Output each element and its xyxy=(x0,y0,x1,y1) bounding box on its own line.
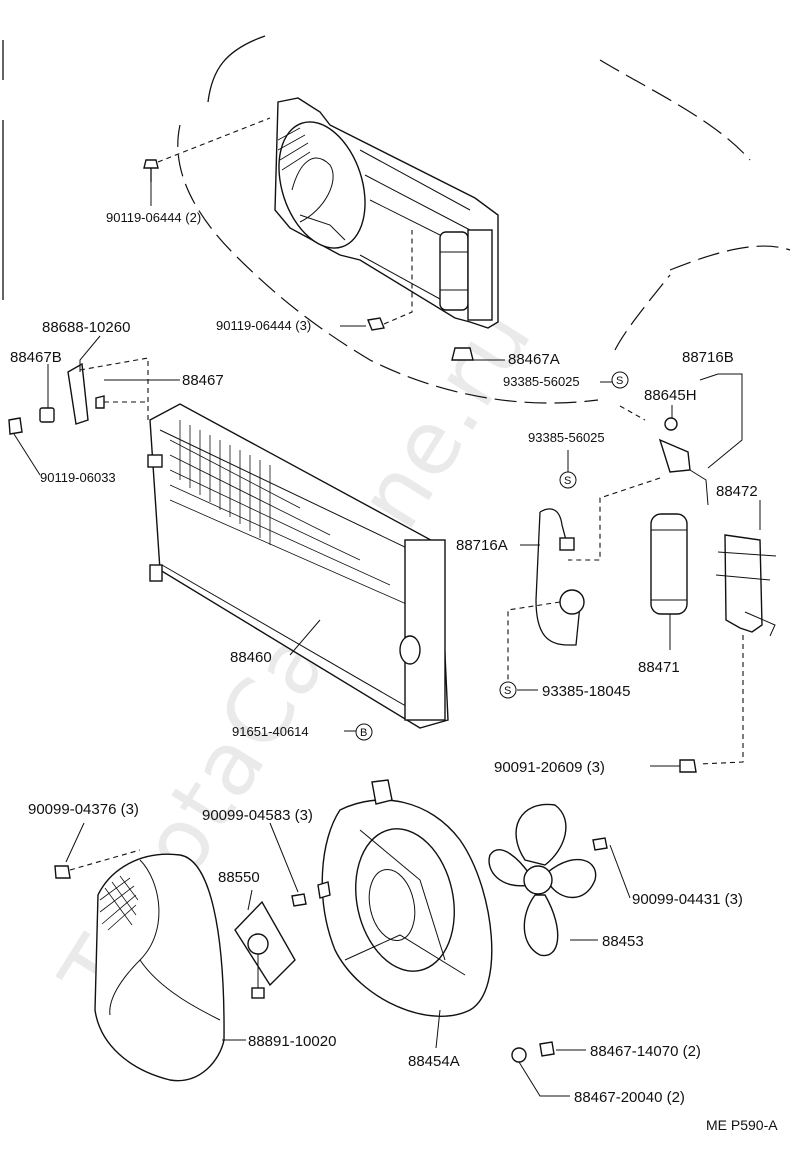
label-90119-06444-2: 90119-06444 (2) xyxy=(106,210,201,225)
receiver-bracket xyxy=(699,534,777,765)
vehicle-body-outline xyxy=(177,35,791,404)
label-90099-04431-3: 90099-04431 (3) xyxy=(632,891,743,908)
condenser-fins xyxy=(169,420,421,611)
label-90119-06444-3: 90119-06444 (3) xyxy=(216,318,311,333)
part-labels: 90119-06444 (2) 90119-06444 (3) 88467A 8… xyxy=(10,210,778,1133)
label-88891-10020: 88891-10020 xyxy=(248,1033,336,1050)
upper-fan-assembly xyxy=(274,97,499,329)
upper-grille-hatch xyxy=(277,127,311,171)
label-88454A: 88454A xyxy=(408,1053,460,1070)
label-88688-10260: 88688-10260 xyxy=(42,319,130,336)
label-88467-14070-2: 88467-14070 (2) xyxy=(590,1043,701,1060)
fan-motor xyxy=(234,893,307,999)
bottom-clips xyxy=(511,1041,555,1063)
label-88472: 88472 xyxy=(716,483,758,500)
label-90099-04376-3: 90099-04376 (3) xyxy=(28,801,139,818)
label-93385-18045: 93385-18045 xyxy=(542,683,630,700)
label-88550: 88550 xyxy=(218,869,260,886)
label-93385-56025-b: 93385-56025 xyxy=(528,430,605,445)
drawing-code: ME P590-A xyxy=(706,1117,778,1133)
fan-shroud-left xyxy=(54,849,225,1082)
label-88467A: 88467A xyxy=(508,351,560,368)
label-88716B: 88716B xyxy=(682,349,734,366)
fan-shroud-right xyxy=(317,779,493,1017)
label-90099-04583-3: 90099-04583 (3) xyxy=(202,807,313,824)
fan-blade xyxy=(488,803,608,957)
receiver-parts xyxy=(568,405,709,615)
label-90119-06033: 90119-06033 xyxy=(40,470,116,485)
condenser-core xyxy=(147,403,449,729)
label-88467-20040-2: 88467-20040 (2) xyxy=(574,1089,685,1106)
label-93385-56025-a: 93385-56025 xyxy=(503,374,580,389)
symbol-s-3: S xyxy=(504,685,511,697)
label-88645H: 88645H xyxy=(644,387,697,404)
shroud-grille xyxy=(99,875,139,931)
label-88460: 88460 xyxy=(230,649,272,666)
label-88467B: 88467B xyxy=(10,349,62,366)
leader-lines xyxy=(13,182,761,1097)
label-91651-40614: 91651-40614 xyxy=(232,724,309,739)
condenser-bracket-parts xyxy=(8,357,149,435)
symbol-b: B xyxy=(360,727,367,739)
symbol-s-2: S xyxy=(564,475,571,487)
discharge-pipe xyxy=(507,508,585,680)
receiver-bolt xyxy=(679,759,697,773)
label-88467: 88467 xyxy=(182,372,224,389)
label-88716A: 88716A xyxy=(456,537,508,554)
label-88453: 88453 xyxy=(602,933,644,950)
circled-symbols: S S S B xyxy=(355,371,629,741)
label-90091-20609-3: 90091-20609 (3) xyxy=(494,759,605,776)
symbol-s-1: S xyxy=(616,375,623,387)
upper-bolts xyxy=(143,117,474,361)
label-88471: 88471 xyxy=(638,659,680,676)
